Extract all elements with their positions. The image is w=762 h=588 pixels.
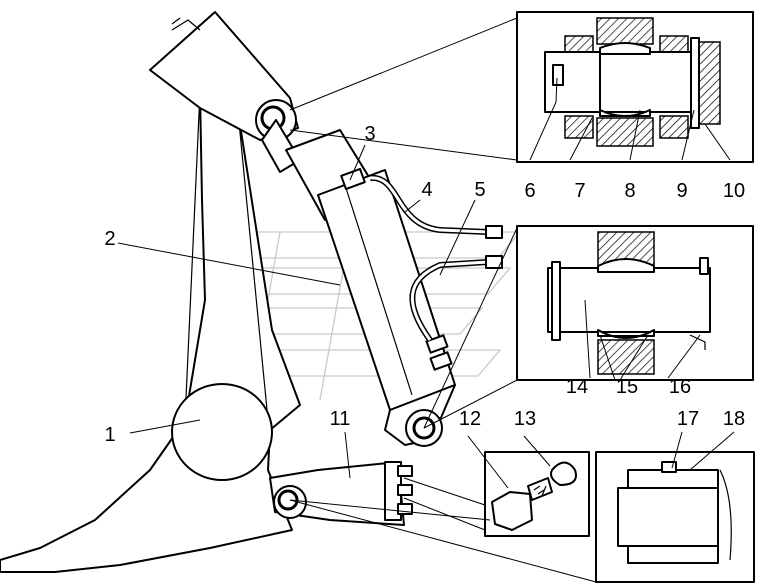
inset-bolt bbox=[484, 451, 590, 537]
callout-2: 2 bbox=[104, 228, 115, 250]
inset-lower-mount bbox=[595, 451, 755, 583]
callout-14: 14 bbox=[566, 376, 588, 398]
callout-1: 1 bbox=[104, 424, 115, 446]
ripper-shank bbox=[0, 91, 301, 573]
callout-16: 16 bbox=[669, 376, 691, 398]
callout-12: 12 bbox=[459, 408, 481, 430]
callout-3: 3 bbox=[364, 123, 375, 145]
leader-lines bbox=[117, 17, 735, 583]
callout-18: 18 bbox=[723, 408, 745, 430]
callout-6: 6 bbox=[524, 180, 535, 202]
inset-upper-pin bbox=[516, 11, 754, 163]
callout-11: 11 bbox=[330, 408, 351, 430]
callout-9: 9 bbox=[676, 180, 687, 202]
callout-5: 5 bbox=[474, 179, 485, 201]
hydraulic-cylinder bbox=[261, 119, 456, 447]
callout-4: 4 bbox=[421, 179, 432, 201]
callout-8: 8 bbox=[624, 180, 635, 202]
hydraulic-hoses bbox=[369, 174, 503, 342]
callout-17: 17 bbox=[677, 408, 699, 430]
lower-bracket bbox=[269, 461, 413, 526]
callout-10: 10 bbox=[723, 180, 745, 202]
tip-disc bbox=[171, 383, 273, 481]
callout-labels: 1 2 3 4 5 6 7 8 9 10 11 12 13 14 15 16 1… bbox=[104, 123, 745, 446]
callout-15: 15 bbox=[616, 376, 638, 398]
callout-7: 7 bbox=[574, 180, 585, 202]
callout-13: 13 bbox=[514, 408, 536, 430]
inset-lower-pin bbox=[516, 225, 754, 381]
